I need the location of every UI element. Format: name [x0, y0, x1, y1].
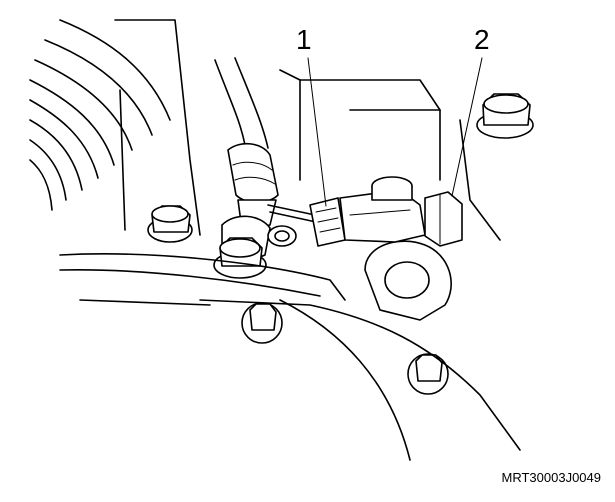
- bolt-top-right: [476, 93, 534, 139]
- sensor-nut: [424, 191, 463, 247]
- connector: [309, 197, 346, 247]
- bolt-lower-right: [407, 353, 449, 395]
- leader-lines: [307, 57, 483, 207]
- callout-2: 2: [474, 24, 490, 55]
- figure-code: MRT30003J0049: [501, 470, 602, 485]
- left-housing-curves: [29, 19, 201, 236]
- washer: [267, 225, 297, 247]
- wire-harness: [267, 204, 317, 223]
- bolt-left: [147, 205, 193, 243]
- callout-1: 1: [296, 24, 312, 55]
- sensor-body: [339, 176, 426, 243]
- bolt-lower-left: [241, 302, 283, 344]
- mount-boss: [364, 240, 452, 321]
- shift-cable: [214, 57, 279, 260]
- housing-body: [59, 69, 521, 461]
- bolt-center: [213, 237, 267, 279]
